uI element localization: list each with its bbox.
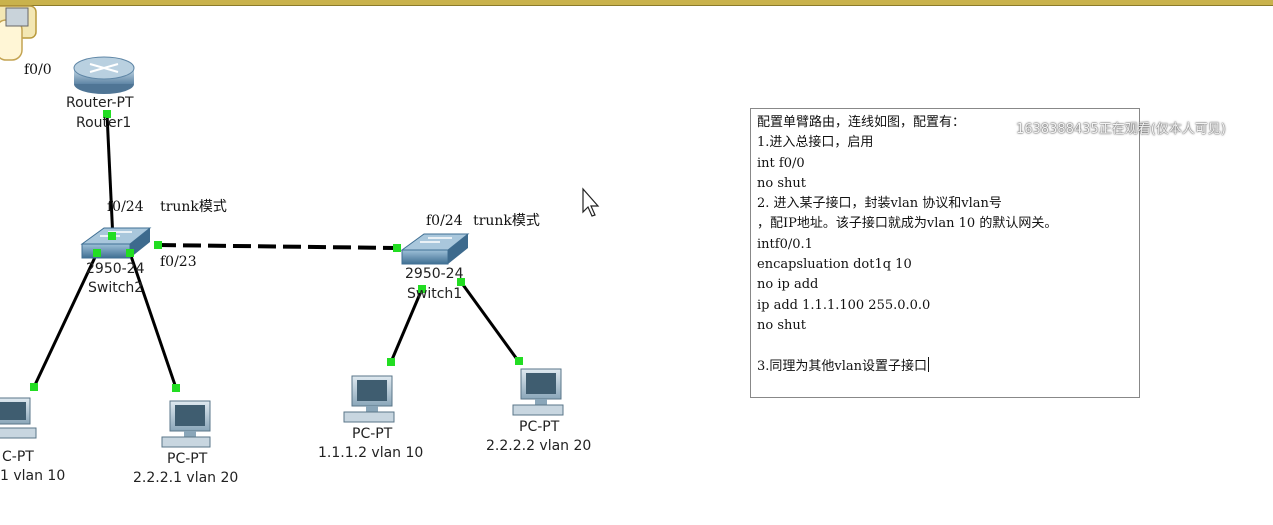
note-line: ，配IP地址。该子接口就成为vlan 10 的默认网关。 [757, 216, 1058, 232]
link-dot [387, 358, 395, 366]
note-line: 配置单臂路由，连线如图，配置有： [757, 115, 966, 130]
pc1-icon[interactable] [0, 397, 37, 439]
link-dot [172, 384, 180, 392]
pc3-type-label: PC-PT [352, 426, 393, 442]
mouse-cursor-icon [582, 187, 600, 217]
viewer-watermark: 1638388435正在观看(仅本人可见) [1016, 122, 1226, 137]
switch2-uplink-port-label: f0/24 trunk模式 [107, 196, 227, 216]
link-dot [108, 232, 116, 240]
note-line: no shut [757, 175, 806, 191]
window-top-border [0, 0, 1273, 6]
link-dot [103, 110, 111, 118]
note-line-last: 3.同理为其他vlan设置子接口 [757, 356, 1133, 377]
cable-switch2-pc2 [128, 252, 178, 389]
link-dot [515, 357, 523, 365]
note-line: intf0/0.1 [757, 236, 813, 252]
switch2-type-label: 2950-24 [86, 261, 145, 277]
config-note-textbox[interactable]: 配置单臂路由，连线如图，配置有： 1.进入总接口，启用 int f0/0 no … [750, 108, 1140, 398]
pc1-address-label: 1 vlan 10 [0, 468, 66, 484]
note-line: 2. 进入某子接口，封装vlan 协议和vlan号 [757, 196, 1002, 212]
pc2-icon[interactable] [161, 400, 211, 448]
link-dot [393, 244, 401, 252]
switch1-uplink-port-label: f0/24 trunk模式 [426, 210, 540, 230]
switch1-type-label: 2950-24 [405, 266, 464, 282]
pc4-type-label: PC-PT [519, 419, 560, 435]
switch1-name-label: Switch1 [407, 286, 463, 302]
cable-switch2-switch1-trunk [157, 243, 398, 250]
note-line: ip add 1.1.1.100 255.0.0.0 [757, 297, 931, 313]
pc3-icon[interactable] [343, 375, 395, 423]
switch1-icon[interactable] [400, 233, 470, 265]
router-name-label: Router1 [76, 115, 132, 131]
cable-router-switch2 [105, 113, 115, 241]
switch1-uplink-mode: trunk模式 [473, 213, 540, 229]
router-type-label: Router-PT [66, 95, 134, 111]
switch2-trunk-port-label: f0/23 [160, 254, 197, 270]
note-line [757, 336, 1133, 356]
pc2-address-label: 2.2.2.1 vlan 20 [133, 470, 239, 486]
note-line: 1.进入总接口，启用 [757, 135, 874, 151]
pc4-icon[interactable] [512, 368, 564, 416]
note-line: int f0/0 [757, 155, 805, 171]
router-icon[interactable] [73, 56, 135, 94]
link-dot [457, 278, 465, 286]
link-dot [154, 241, 162, 249]
note-line: encapsluation dot1q 10 [757, 257, 912, 273]
link-indicators [30, 110, 523, 392]
link-dot [93, 249, 101, 257]
cable-switch1-pc4 [459, 281, 521, 363]
pc1-type-label: C-PT [2, 449, 34, 465]
partial-device-icon[interactable] [0, 5, 37, 61]
cable-switch1-pc3 [389, 288, 424, 363]
cables [32, 113, 521, 389]
pc2-type-label: PC-PT [167, 451, 208, 467]
cable-switch2-pc1 [32, 252, 99, 388]
pc3-address-label: 1.1.1.2 vlan 10 [318, 445, 424, 461]
switch2-name-label: Switch2 [88, 280, 144, 296]
link-dot [30, 383, 38, 391]
switch2-uplink-port: f0/24 [107, 199, 144, 215]
note-line: 3.同理为其他vlan设置子接口 [757, 358, 928, 374]
note-line: no shut [757, 317, 806, 333]
router-port-label: f0/0 [24, 62, 52, 78]
pc4-address-label: 2.2.2.2 vlan 20 [486, 438, 592, 454]
link-dot [418, 285, 426, 293]
switch1-uplink-port: f0/24 [426, 213, 463, 229]
link-dot [126, 249, 134, 257]
text-caret [928, 356, 930, 372]
note-line: no ip add [757, 277, 819, 293]
switch2-uplink-mode: trunk模式 [160, 199, 227, 215]
